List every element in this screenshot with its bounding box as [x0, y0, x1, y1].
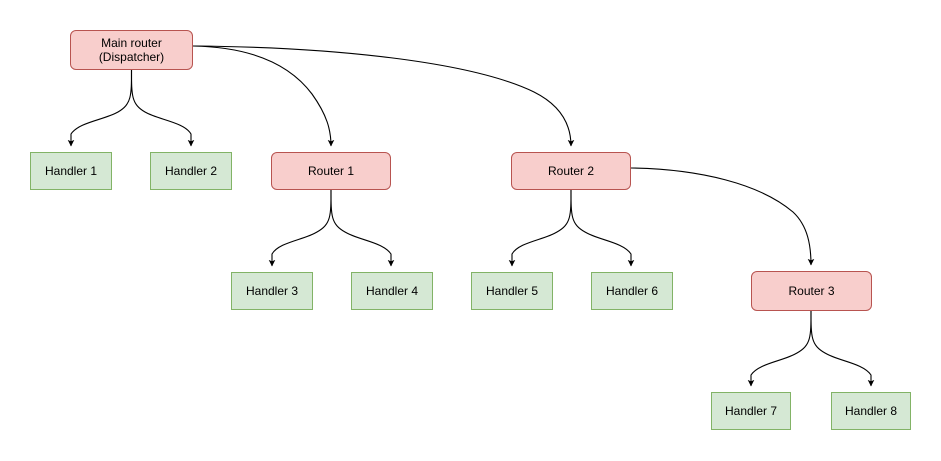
node-label-handler-2: Handler 2 [164, 164, 218, 178]
node-label-handler-1: Handler 1 [44, 164, 98, 178]
node-label-handler-3: Handler 3 [245, 284, 299, 298]
edge-router-2-to-handler-6 [570, 189, 635, 267]
node-router-1[interactable]: Router 1 [271, 152, 391, 190]
edge-router-3-to-handler-7 [747, 310, 812, 387]
node-label-main-router: Main router (Dispatcher) [98, 36, 165, 64]
edge-router-3-to-handler-8 [810, 310, 875, 387]
edge-router-2-to-handler-5 [508, 189, 572, 267]
node-handler-5[interactable]: Handler 5 [471, 272, 553, 310]
node-label-router-1: Router 1 [307, 164, 355, 178]
node-handler-3[interactable]: Handler 3 [231, 272, 313, 310]
node-router-2[interactable]: Router 2 [511, 152, 631, 190]
node-handler-8[interactable]: Handler 8 [831, 392, 911, 430]
edge-router-1-to-handler-3 [268, 189, 332, 267]
edge-main-to-handler-2 [130, 69, 195, 147]
edges-group [67, 45, 875, 387]
node-handler-7[interactable]: Handler 7 [711, 392, 791, 430]
edge-main-to-handler-1 [67, 69, 133, 147]
node-handler-1[interactable]: Handler 1 [30, 152, 112, 190]
node-label-router-2: Router 2 [547, 164, 595, 178]
node-router-3[interactable]: Router 3 [751, 271, 872, 311]
node-main-router[interactable]: Main router (Dispatcher) [70, 30, 193, 70]
edge-router-1-to-handler-4 [330, 189, 395, 267]
node-label-handler-8: Handler 8 [844, 404, 898, 418]
node-handler-4[interactable]: Handler 4 [351, 272, 433, 310]
edge-main-to-router-2 [192, 45, 575, 147]
node-handler-2[interactable]: Handler 2 [150, 152, 232, 190]
node-label-handler-5: Handler 5 [485, 284, 539, 298]
node-label-handler-6: Handler 6 [605, 284, 659, 298]
node-label-handler-4: Handler 4 [365, 284, 419, 298]
edge-main-to-router-1 [192, 45, 335, 147]
edge-router-2-to-router-3 [630, 167, 815, 266]
node-handler-6[interactable]: Handler 6 [591, 272, 673, 310]
node-label-router-3: Router 3 [788, 284, 835, 298]
node-label-handler-7: Handler 7 [724, 404, 778, 418]
